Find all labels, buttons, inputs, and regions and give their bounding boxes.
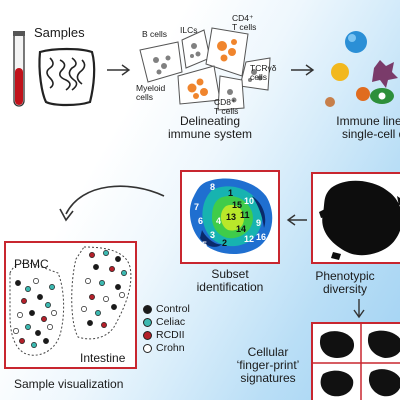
- legend-label: RCDII: [156, 329, 185, 341]
- lineages-label: Immune lineages single-cell data: [336, 114, 400, 141]
- cluster-number: 12: [244, 234, 255, 244]
- cluster-number: 9: [256, 218, 262, 228]
- tcr-label: TCRγδ cells: [250, 63, 277, 82]
- subset-frame: 8 7 1 6 4 3 5 2 15 13 11 14 10 9 12 16: [180, 170, 280, 264]
- cluster-number: 15: [232, 200, 243, 210]
- intestine-label: Intestine: [80, 351, 126, 365]
- cluster-labels: 8 7 1 6 4 3 5 2 15 13 11 14 10 9 12 16: [182, 172, 278, 262]
- cluster-number: 13: [226, 212, 237, 222]
- legend-label: Control: [156, 303, 190, 315]
- curved-arrow-icon: [59, 185, 165, 222]
- legend-item: Control: [143, 304, 190, 315]
- legend-item: Celiac: [143, 317, 185, 328]
- subset-map: [189, 178, 273, 255]
- ilcs-label: ILCs: [180, 25, 198, 35]
- blood-tube-icon: [13, 31, 25, 107]
- cluster-number: 3: [210, 230, 216, 240]
- fingerprint-frame: [311, 322, 400, 400]
- myeloid-label: Myeloid cells: [136, 83, 166, 102]
- cluster-number: 8: [210, 182, 216, 192]
- legend-item: RCDII: [143, 330, 185, 341]
- legend-swatch: [143, 318, 152, 327]
- cd4-label: CD4⁺ T cells: [232, 13, 257, 32]
- arrow-right-icon: [291, 64, 315, 76]
- cd8-label: CD8⁺ T cells: [214, 97, 239, 116]
- sample-vis-label: Sample visualization: [14, 377, 124, 391]
- lineage-cells-icon: [325, 31, 398, 107]
- pbmc-label: PBMC: [14, 257, 49, 271]
- cluster-number: 14: [236, 224, 247, 234]
- b-cells-label: B cells: [142, 29, 168, 39]
- legend-swatch: [143, 344, 152, 353]
- immune-system-diagram: [139, 27, 271, 111]
- arrow-right-icon: [107, 64, 131, 76]
- cluster-number: 10: [244, 196, 255, 206]
- cluster-number: 4: [216, 216, 222, 226]
- cluster-number: 2: [222, 238, 228, 248]
- samples-label: Samples: [34, 25, 85, 40]
- cluster-number: 6: [198, 216, 204, 226]
- legend-label: Celiac: [156, 316, 186, 328]
- subset-label: Subset identification: [196, 267, 264, 294]
- cluster-number: 16: [256, 232, 267, 242]
- sample-scatter: [9, 246, 132, 356]
- phenotypic-frame: [311, 172, 400, 264]
- legend-swatch: [143, 331, 152, 340]
- legend-label: Crohn: [156, 342, 185, 354]
- cluster-number: 7: [194, 202, 200, 212]
- cluster-number: 11: [240, 210, 250, 220]
- fingerprint-grid: [313, 324, 400, 400]
- legend-item: Crohn: [143, 343, 185, 354]
- sample-vis-frame: [4, 241, 137, 369]
- fingerprint-label: Cellular ‘finger-print’ signatures: [236, 345, 300, 385]
- phenotypic-scatter: [319, 180, 400, 260]
- arrow-left-icon: [286, 214, 307, 226]
- cluster-number: 1: [228, 188, 234, 198]
- delineating-label: Delineating immune system: [167, 114, 253, 141]
- intestine-icon: [38, 47, 96, 107]
- cluster-number: 5: [202, 240, 208, 250]
- arrow-down-icon: [353, 299, 365, 319]
- legend-swatch: [143, 305, 152, 314]
- phenotypic-label: Phenotypic diversity: [315, 269, 375, 296]
